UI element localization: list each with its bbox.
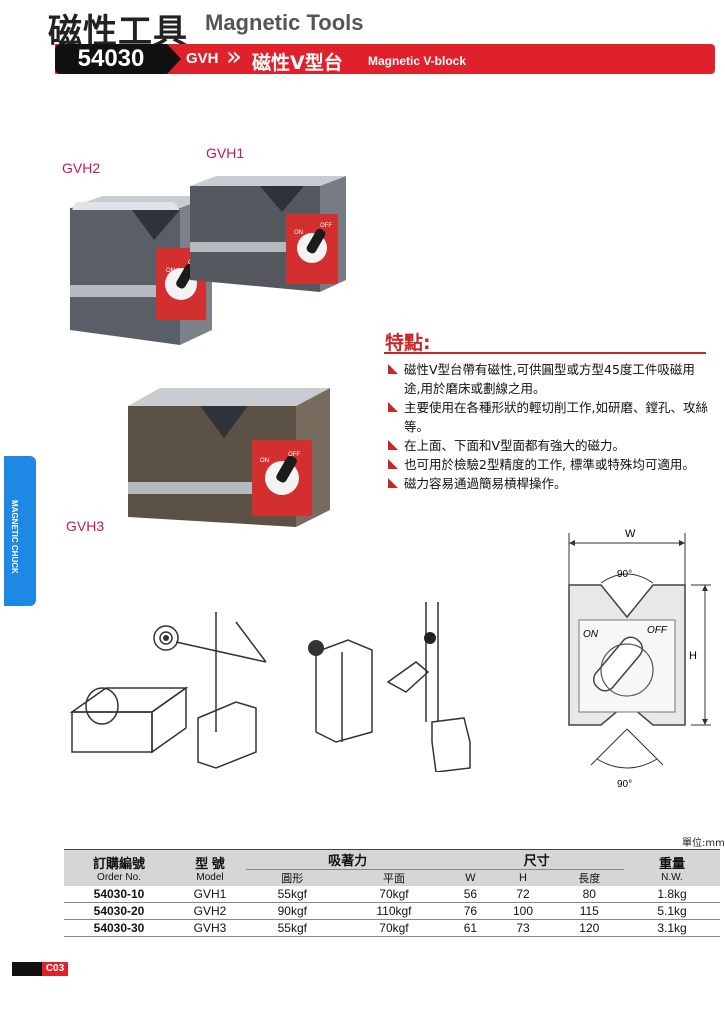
cell-model: GVH2 (174, 902, 246, 920)
off-label: OFF (320, 223, 332, 229)
bullet-triangle-icon (388, 440, 398, 450)
col-force: 吸著力 (246, 849, 450, 870)
cell-h: 100 (491, 902, 555, 920)
cell-h: 72 (491, 886, 555, 903)
feature-text: 磁力容易通過簡易槓桿操作。 (404, 476, 567, 491)
cell-weight: 1.8kg (624, 886, 720, 903)
cell-w: 56 (449, 886, 492, 903)
cell-length: 115 (554, 902, 624, 920)
on-label: ON (294, 230, 303, 236)
col-w: W (449, 869, 492, 886)
side-tab-label: MAGNETIC CHUCK (10, 500, 19, 574)
height-label: H (689, 650, 697, 662)
bottom-angle-label: 90° (617, 779, 632, 790)
chevron-right-icon: » (226, 42, 242, 72)
header-weight-en: N.W. (661, 872, 683, 883)
feature-text: 主要使用在各種形狀的輕切削工作,如研磨、鏜孔、攻絲等。 (404, 400, 708, 434)
page-number: C03 (42, 962, 68, 976)
cell-w: 61 (449, 919, 492, 937)
order-code-badge: 54030 (55, 44, 181, 74)
header-order-cn: 訂購編號 (92, 856, 145, 871)
width-label: W (625, 528, 636, 540)
product-name-chinese: 磁性V型台 (252, 52, 343, 74)
model-label-gvh3: GVH3 (66, 518, 105, 534)
features-list: 磁性V型台帶有磁性,可供圓型或方型45度工件吸磁用途,用於磨床或劃線之用。 主要… (388, 360, 710, 493)
application-illustrations (69, 602, 471, 772)
cell-weight: 3.1kg (624, 919, 720, 937)
cell-order: 54030-20 (64, 902, 174, 920)
list-item: 主要使用在各種形狀的輕切削工作,如研磨、鏜孔、攻絲等。 (388, 398, 710, 436)
col-length: 長度 (554, 869, 624, 886)
feature-text: 在上面、下面和V型面都有強大的磁力。 (404, 438, 626, 453)
header-model-cn: 型 號 (195, 856, 225, 871)
bullet-triangle-icon (388, 402, 398, 412)
dimension-diagram: W ON OFF 90° H 90° (568, 528, 711, 790)
feature-text: 也可用於檢驗2型精度的工作, 標準或特殊均可適用。 (404, 457, 695, 472)
footer-bar (12, 962, 42, 976)
side-category-tab (4, 456, 36, 606)
cell-round: 90kgf (246, 902, 339, 920)
cell-order: 54030-30 (64, 919, 174, 937)
list-item: 磁力容易通過簡易槓桿操作。 (388, 474, 710, 493)
bullet-triangle-icon (388, 478, 398, 488)
header-weight-cn: 重量 (658, 856, 685, 871)
cell-weight: 5.1kg (624, 902, 720, 920)
cell-length: 80 (554, 886, 624, 903)
list-item: 在上面、下面和V型面都有強大的磁力。 (388, 436, 710, 455)
cell-w: 76 (449, 902, 492, 920)
table-row: 54030-10 GVH1 55kgf 70kgf 56 72 80 1.8kg (64, 886, 720, 903)
cell-flat: 70kgf (338, 886, 450, 903)
model-label-gvh1: GVH1 (206, 145, 245, 161)
col-force-flat: 平面 (338, 869, 450, 886)
page-title-english: Magnetic Tools (205, 10, 364, 35)
cell-flat: 70kgf (338, 919, 450, 937)
table-row: 54030-20 GVH2 90kgf 110kgf 76 100 115 5.… (64, 902, 720, 920)
table-subheader-row: 圓形 平面 W H 長度 (64, 869, 720, 886)
col-force-round: 圓形 (246, 869, 339, 886)
cell-h: 73 (491, 919, 555, 937)
cell-order: 54030-10 (64, 886, 174, 903)
cell-model: GVH3 (174, 919, 246, 937)
gvh1-product-image: ON OFF (190, 176, 346, 292)
header-model-en: Model (196, 872, 224, 883)
col-size: 尺寸 (449, 849, 624, 870)
list-item: 磁性V型台帶有磁性,可供圓型或方型45度工件吸磁用途,用於磨床或劃線之用。 (388, 360, 710, 398)
top-angle-label: 90° (617, 569, 632, 580)
col-h: H (491, 869, 555, 886)
features-title: 特點: (385, 332, 431, 354)
gvh3-product-image: ON OFF (128, 388, 330, 527)
feature-text: 磁性V型台帶有磁性,可供圓型或方型45度工件吸磁用途,用於磨床或劃線之用。 (404, 362, 695, 396)
header-order-en: Order No. (97, 872, 141, 883)
list-item: 也可用於檢驗2型精度的工作, 標準或特殊均可適用。 (388, 455, 710, 474)
on-label: ON (260, 458, 269, 464)
cell-model: GVH1 (174, 886, 246, 903)
cell-round: 55kgf (246, 886, 339, 903)
bullet-triangle-icon (388, 459, 398, 469)
bullet-triangle-icon (388, 364, 398, 374)
product-name-english: Magnetic V-block (368, 54, 467, 68)
diagram-on-label: ON (583, 629, 599, 640)
cell-round: 55kgf (246, 919, 339, 937)
table-row: 54030-30 GVH3 55kgf 70kgf 61 73 120 3.1k… (64, 919, 720, 937)
unit-label: 單位:mm (682, 838, 725, 849)
series-label: GVH (186, 50, 219, 67)
cell-length: 120 (554, 919, 624, 937)
cell-flat: 110kgf (338, 902, 450, 920)
diagram-off-label: OFF (647, 625, 668, 636)
features-divider (384, 352, 706, 354)
on-label: ON (166, 268, 175, 274)
model-label-gvh2: GVH2 (62, 160, 101, 176)
off-label: OFF (288, 452, 300, 458)
